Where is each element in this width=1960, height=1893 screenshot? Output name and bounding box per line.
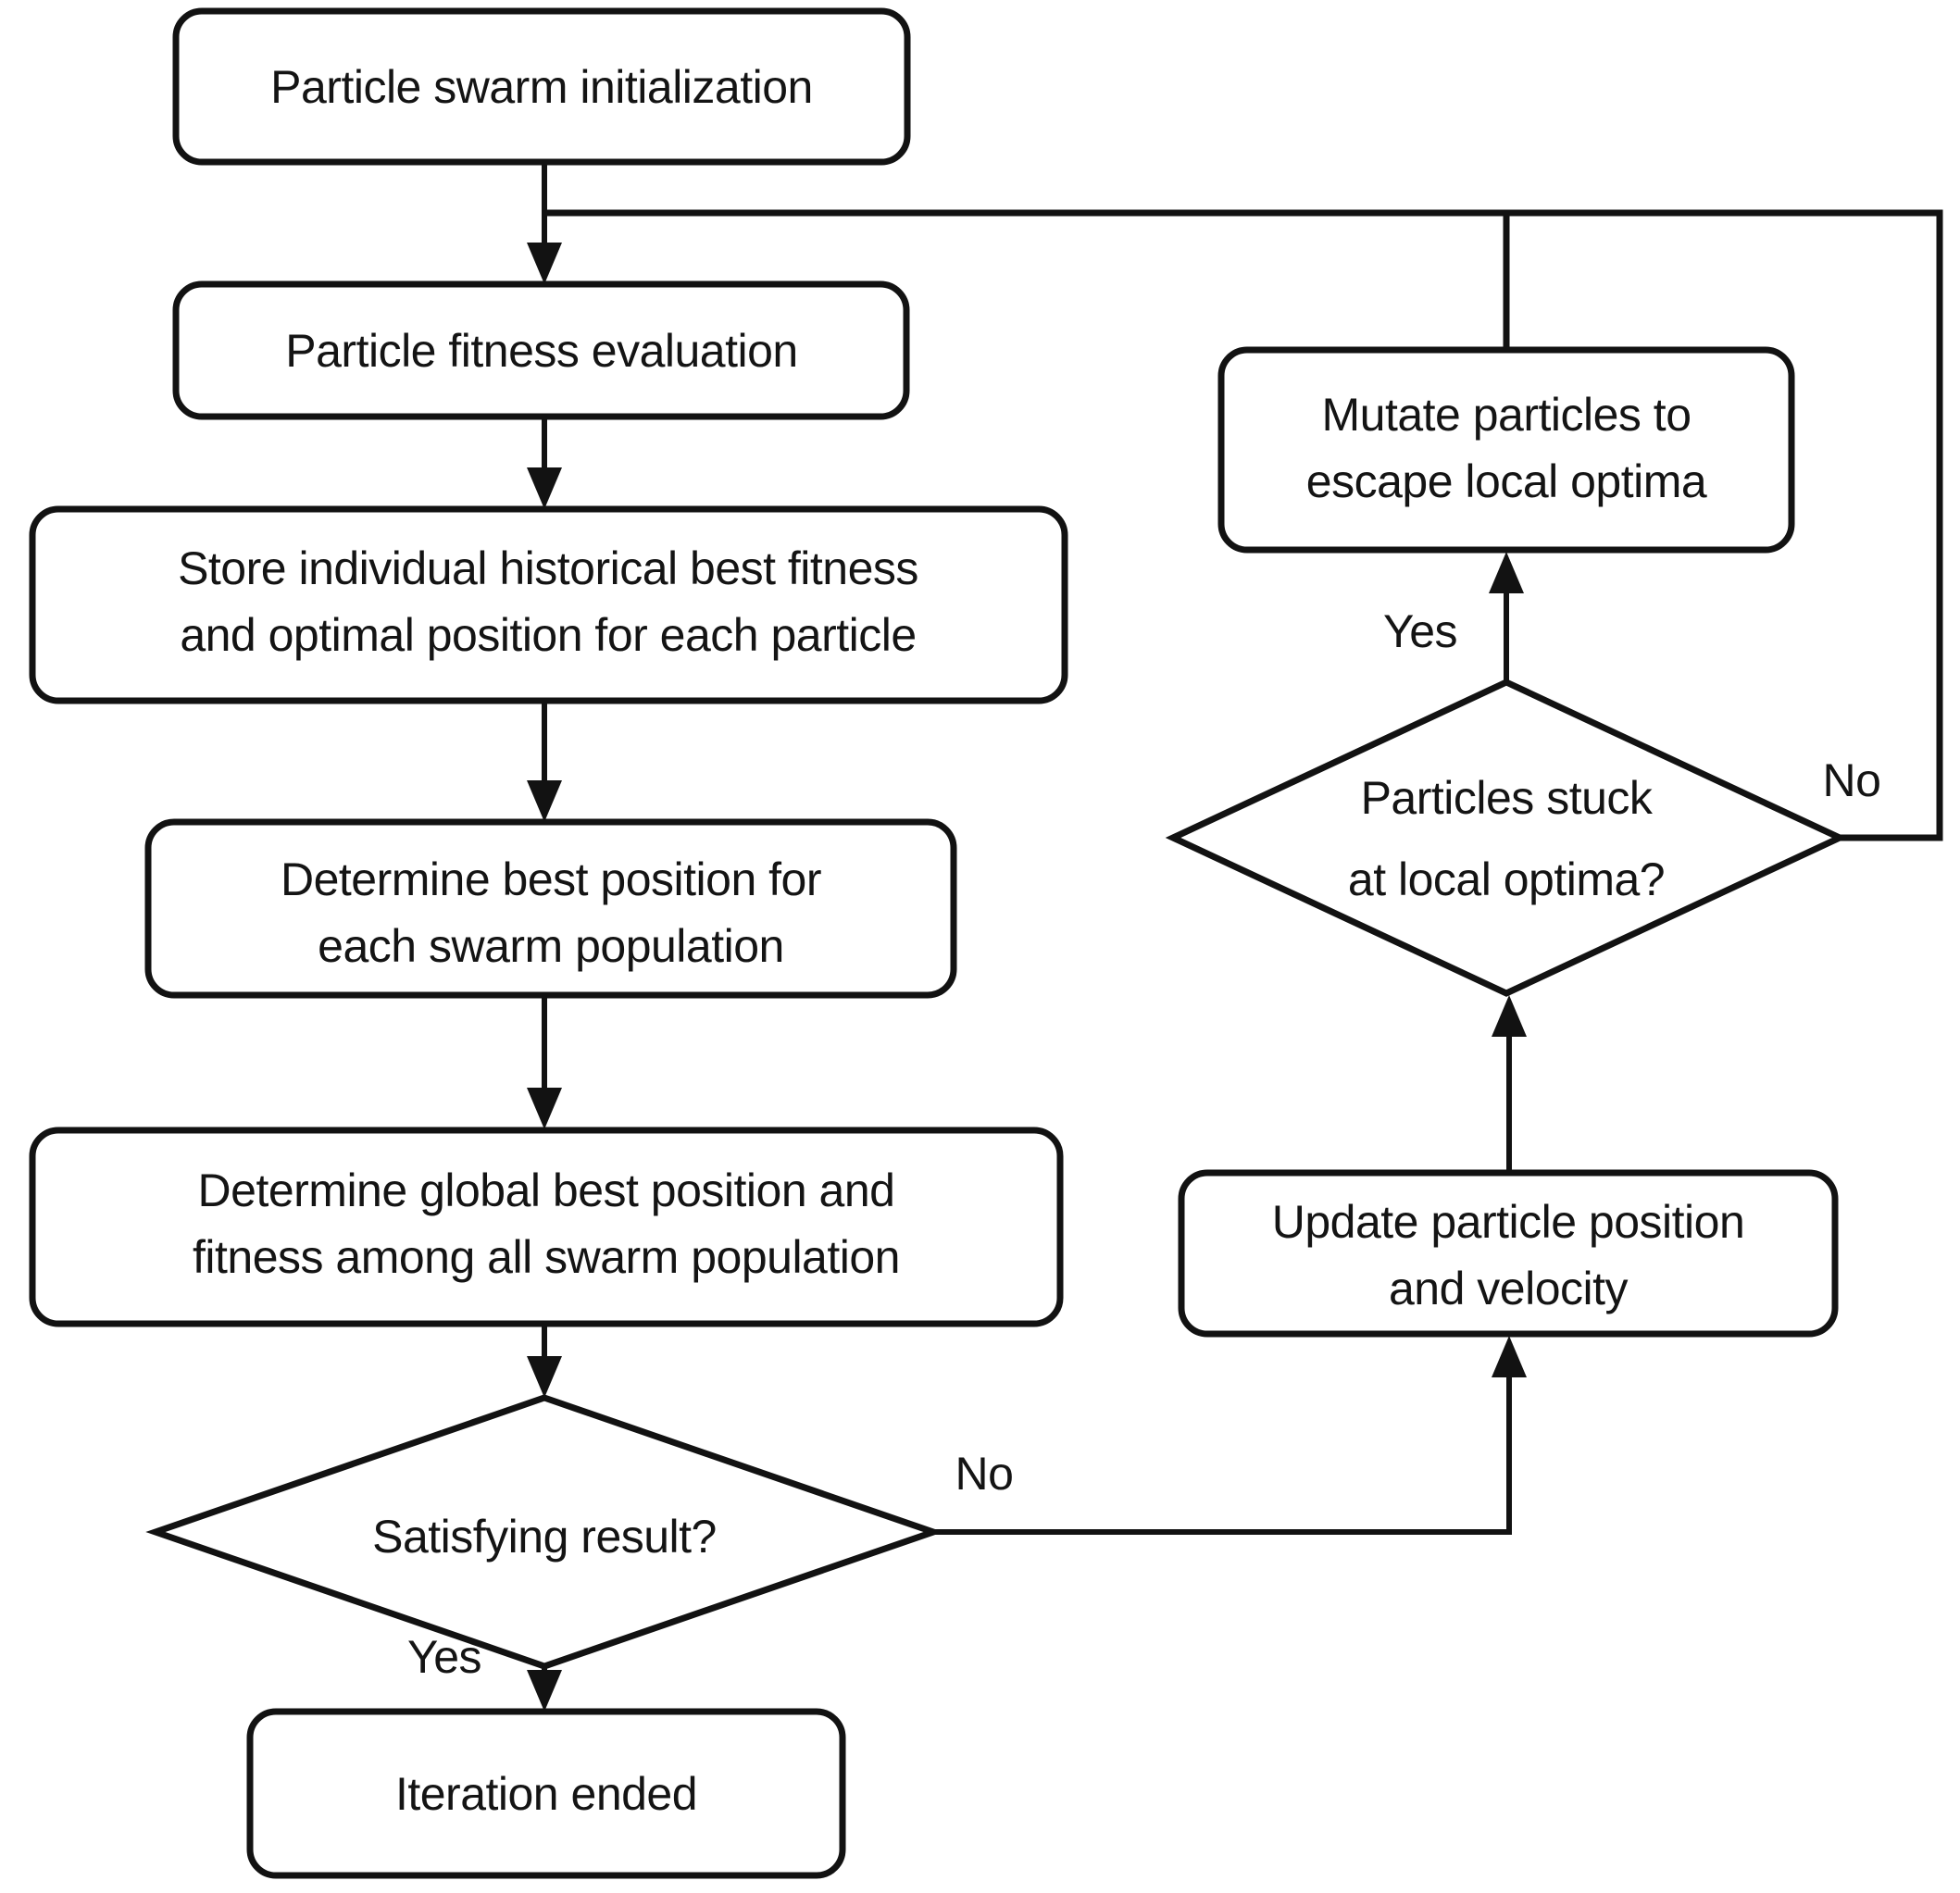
arrowhead-down-icon xyxy=(527,780,562,822)
node-label: Particle swarm initialization xyxy=(270,61,813,113)
arrowhead-up-icon xyxy=(1492,1336,1527,1377)
arrowhead-down-icon xyxy=(527,467,562,509)
edge-best-position-to-global-best xyxy=(527,995,562,1129)
process-box xyxy=(29,505,1068,704)
feedback-loop-line xyxy=(544,209,1943,841)
node-label-line2: and velocity xyxy=(1389,1263,1629,1314)
node-particle-swarm-initialization: Particle swarm initialization xyxy=(172,7,911,166)
node-determine-best-position: Determine best position for each swarm p… xyxy=(144,818,957,999)
decision-diamond xyxy=(145,1394,943,1670)
node-mutate-particles: Mutate particles to escape local optima xyxy=(1217,346,1795,554)
edge-store-to-best-position xyxy=(527,701,562,822)
arrowhead-down-icon xyxy=(527,1088,562,1129)
process-box xyxy=(172,7,911,166)
process-box xyxy=(29,1127,1064,1327)
satisfying-no-label: No xyxy=(955,1448,1014,1500)
stuck-yes-label: Yes xyxy=(1383,605,1457,657)
edge-stuck-yes: Yes xyxy=(1383,552,1524,682)
edge-update-to-stuck xyxy=(1492,995,1527,1173)
node-label: Satisfying result? xyxy=(372,1511,717,1563)
node-determine-global-best: Determine global best position and fitne… xyxy=(29,1127,1064,1327)
edge-satisfying-no: No xyxy=(933,1336,1527,1535)
node-label: Iteration ended xyxy=(395,1768,697,1820)
node-label-line1: Determine global best position and xyxy=(198,1164,895,1216)
node-label-line1: Store individual historical best fitness xyxy=(178,542,918,594)
process-box xyxy=(246,1708,846,1879)
node-update-particle-position: Update particle position and velocity xyxy=(1178,1169,1839,1338)
process-box xyxy=(172,280,910,420)
process-box xyxy=(144,818,957,999)
node-particle-fitness-evaluation: Particle fitness evaluation xyxy=(172,280,910,420)
node-label-line2: escape local optima xyxy=(1306,455,1707,507)
node-label-line1: Determine best position for xyxy=(281,853,821,905)
edge-satisfying-yes: Yes xyxy=(407,1631,562,1712)
node-label-line2: and optimal position for each particle xyxy=(180,609,916,661)
node-label-line2: at local optima? xyxy=(1348,853,1665,905)
node-label-line2: fitness among all swarm population xyxy=(193,1231,900,1283)
node-iteration-ended: Iteration ended xyxy=(246,1708,846,1879)
edge-init-to-fitness xyxy=(527,162,562,284)
edge-line xyxy=(933,1342,1512,1535)
edge-feedback-loop: No xyxy=(544,209,1943,841)
arrowhead-up-icon xyxy=(1492,995,1527,1037)
arrowhead-down-icon xyxy=(527,1356,562,1398)
node-label-line2: each swarm population xyxy=(318,920,784,972)
node-label-line1: Update particle position xyxy=(1272,1196,1745,1248)
node-label-line1: Particles stuck xyxy=(1361,772,1654,824)
process-box xyxy=(1178,1169,1839,1338)
node-particles-stuck-decision: Particles stuck at local optima? xyxy=(1165,679,1848,997)
arrowhead-down-icon xyxy=(527,243,562,284)
node-store-individual-best: Store individual historical best fitness… xyxy=(29,505,1068,704)
stuck-no-label: No xyxy=(1823,754,1881,806)
decision-diamond xyxy=(1165,679,1848,997)
node-label-line1: Mutate particles to xyxy=(1321,389,1691,441)
edge-fitness-to-store xyxy=(527,417,562,509)
arrowhead-up-icon xyxy=(1489,552,1524,593)
node-satisfying-result-decision: Satisfying result? xyxy=(145,1394,943,1670)
arrowhead-down-icon xyxy=(527,1670,562,1712)
process-box xyxy=(1217,346,1795,554)
edge-global-best-to-satisfying xyxy=(527,1324,562,1398)
node-label: Particle fitness evaluation xyxy=(285,325,797,377)
